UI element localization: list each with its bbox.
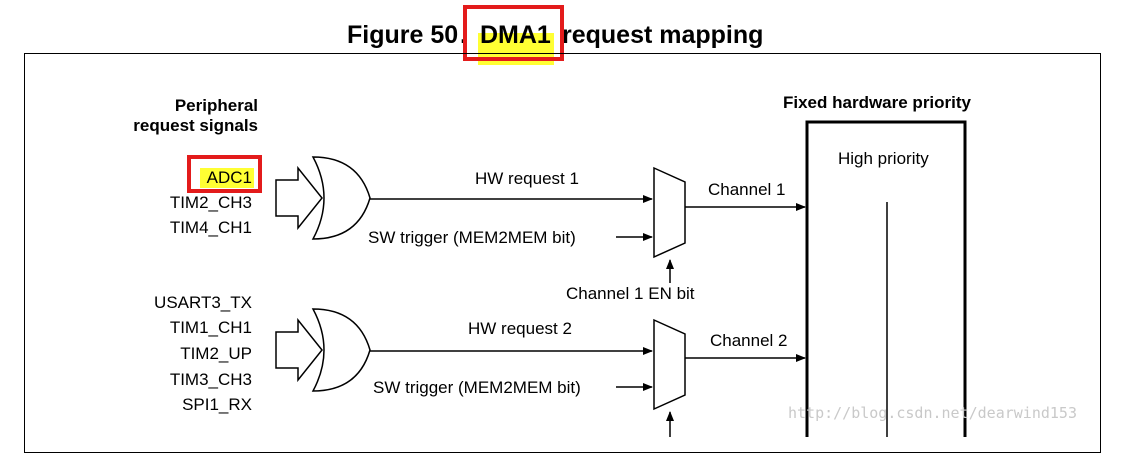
- signal-spi1-rx: SPI1_RX: [182, 395, 252, 414]
- mux-1: [653, 166, 686, 259]
- adc1-highlight: [200, 168, 254, 188]
- high-priority-label: High priority: [838, 149, 929, 168]
- signal-tim1-ch1: TIM1_CH1: [169, 318, 252, 337]
- figure-title-suffix: request mapping: [562, 21, 764, 49]
- signal-adc1: ADC1: [206, 168, 252, 187]
- hw-request-2-label: HW request 2: [468, 319, 572, 338]
- channel-1-en-bit-label: Channel 1 EN bit: [566, 284, 695, 303]
- signal-tim2-ch3: TIM2_CH3: [169, 193, 252, 212]
- sw-trigger-1-label: SW trigger (MEM2MEM bit): [368, 228, 576, 247]
- watermark: http://blog.csdn.net/dearwind153: [788, 404, 1077, 422]
- input-arrow-1: [275, 165, 323, 231]
- hw-request-1-label: HW request 1: [475, 169, 579, 188]
- dma1-label: DMA1: [480, 21, 551, 49]
- dma1-callout-box: [463, 5, 564, 61]
- mux-2: [653, 318, 686, 411]
- or-gate-1: [311, 156, 371, 240]
- figure-number: Figure 50: [347, 21, 459, 49]
- sw-trigger-2-label: SW trigger (MEM2MEM bit): [373, 378, 581, 397]
- adc1-callout-box: [187, 155, 262, 193]
- peripheral-heading-line1: Peripheral: [174, 96, 258, 115]
- diagram-graphics: [275, 120, 967, 437]
- signal-tim3-ch3: TIM3_CH3: [169, 370, 252, 389]
- priority-block: [805, 120, 967, 437]
- signal-tim4-ch1: TIM4_CH1: [169, 218, 252, 237]
- fixed-priority-heading: Fixed hardware priority: [783, 93, 971, 112]
- input-arrow-2: [275, 317, 323, 383]
- signal-usart3-tx: USART3_TX: [154, 293, 252, 312]
- channel-2-label: Channel 2: [710, 331, 788, 350]
- channel-1-label: Channel 1: [708, 180, 786, 199]
- signal-tim2-up: TIM2_UP: [180, 344, 252, 363]
- or-gate-2: [311, 308, 371, 392]
- peripheral-heading-line2: request signals: [133, 116, 258, 135]
